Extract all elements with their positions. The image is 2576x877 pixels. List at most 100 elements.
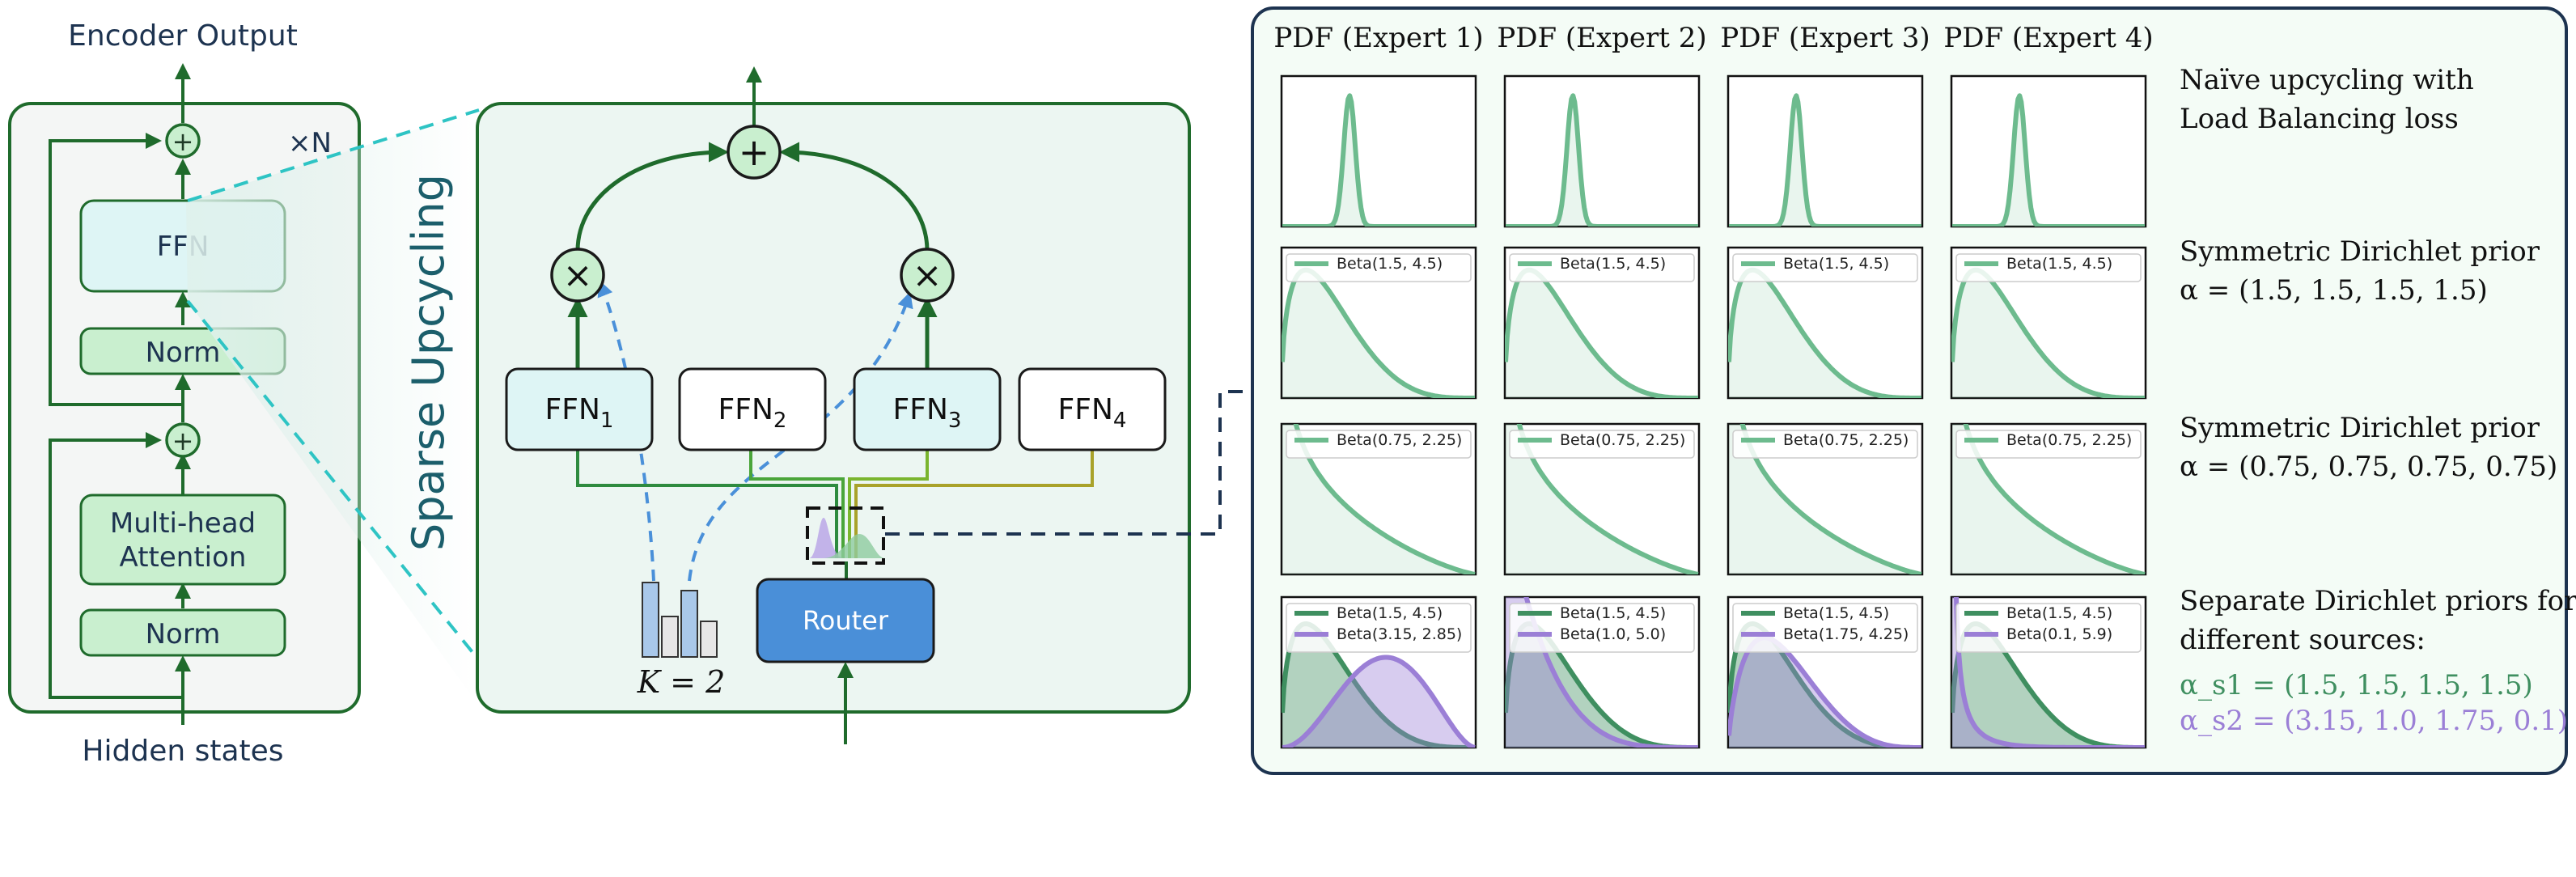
- residual-path-top: [49, 133, 183, 406]
- topk-bar-4: [700, 621, 718, 658]
- pdf-legend-label: Beta(1.5, 4.5): [1560, 255, 1666, 273]
- zoom-line-top: [187, 108, 480, 202]
- topk-bar-2: [661, 616, 679, 658]
- pdf-area-green: [1729, 269, 1921, 398]
- pdf-legend-label: Beta(0.75, 2.25): [1337, 431, 1462, 449]
- router-label: Router: [803, 605, 889, 636]
- pdf-cell-r1-c2: [1503, 74, 1701, 228]
- moe-container: [476, 102, 1191, 714]
- residual-path-bottom: [49, 432, 183, 699]
- pdf-legend-box: [1732, 603, 1918, 653]
- row-description-line: Separate Dirichlet priors for: [2180, 585, 2576, 617]
- pdf-legend-label: Beta(1.5, 4.5): [1560, 604, 1666, 622]
- row-description-line: Symmetric Dirichlet prior: [2180, 412, 2540, 444]
- attention-label-line2: Attention: [120, 541, 247, 574]
- wire-expert3: [848, 450, 929, 558]
- pdf-legend-label: Beta(0.75, 2.25): [1560, 431, 1685, 449]
- pdf-cell-r4-c3: Beta(1.5, 4.5)Beta(1.75, 4.25): [1727, 595, 1924, 749]
- pdf-legend-box: [1509, 603, 1695, 653]
- residual-add-top: [165, 123, 201, 159]
- pdf-grid-panel: PDF (Expert 1) PDF (Expert 2) PDF (Expert …: [1251, 6, 2576, 775]
- residual-add-top-symbol: +: [172, 126, 194, 157]
- sum-arc-right: [779, 142, 930, 252]
- pdf-cell-r2-c4: Beta(1.5, 4.5): [1950, 246, 2147, 400]
- pdf-cell-r2-c3: Beta(1.5, 4.5): [1727, 246, 1924, 400]
- pdf-legend-box: [1955, 603, 2142, 653]
- pdf-curve-green: [1963, 424, 2146, 574]
- topk-bar-1: [642, 582, 659, 658]
- pdf-curve-green: [1516, 424, 1699, 574]
- pdf-cell-r3-c3: Beta(0.75, 2.25): [1727, 422, 1924, 576]
- zoom-line-bottom: [186, 299, 481, 662]
- pdf-legend-label: Beta(1.0, 5.0): [1560, 625, 1666, 643]
- attention-label-line1: Multi-head: [110, 507, 256, 540]
- norm-top-label: Norm: [146, 337, 221, 369]
- pdf-area-purple: [1506, 597, 1698, 748]
- wire-expert1: [576, 450, 838, 558]
- pdf-area-dark_green: [1952, 624, 2145, 748]
- gate-to-grid-connector: [885, 390, 1246, 536]
- pdf-cell-r1-c1: [1280, 74, 1477, 228]
- pdf-cell-r4-c4: Beta(1.5, 4.5)Beta(0.1, 5.9): [1950, 595, 2147, 749]
- expert-ffn-3: FFN3: [853, 367, 1002, 451]
- pdf-legend-label: Beta(1.5, 4.5): [1783, 604, 1889, 622]
- pdf-column-header-1: PDF (Expert 1): [1273, 22, 1483, 54]
- pdf-column-header-4: PDF (Expert 4): [1943, 22, 2153, 54]
- residual-add-bottom-symbol: +: [172, 426, 194, 456]
- expert-ffn-1-box: [505, 367, 654, 451]
- router-wiring: [576, 450, 1094, 558]
- pdf-legend-label: Beta(1.5, 4.5): [1783, 255, 1889, 273]
- pdf-curve-purple: [1282, 655, 1476, 748]
- expert-ffn-4-box: [1018, 367, 1167, 451]
- pdf-legend-box: [1509, 253, 1695, 282]
- pdf-cell-frame: [1727, 74, 1924, 228]
- topk-bar-3: [680, 590, 698, 658]
- expert-ffn-2: FFN2: [678, 367, 827, 451]
- pdf-legend-label: Beta(0.1, 5.9): [2006, 625, 2112, 643]
- pdf-column-header-3: PDF (Expert 3): [1720, 22, 1930, 54]
- hidden-states-label: Hidden states: [82, 735, 283, 768]
- pdf-cell-frame: [1950, 74, 2147, 228]
- pdf-legend-box: [1955, 430, 2142, 459]
- expert-ffn-4-label: FFN4: [1058, 393, 1127, 433]
- k-label: K = 2: [637, 664, 726, 700]
- expert-ffn-1: FFN1: [505, 367, 654, 451]
- pdf-area-purple: [1952, 597, 2145, 748]
- pdf-area-green: [1506, 424, 1698, 574]
- pdf-area-green: [1952, 269, 2145, 398]
- pdf-cell-frame: [1280, 74, 1477, 228]
- pdf-column-header-2: PDF (Expert 2): [1497, 22, 1706, 54]
- pdf-area-dark_green: [1506, 624, 1698, 748]
- zoom-shade: [186, 110, 477, 704]
- mult-node-1: [550, 248, 605, 303]
- pdf-legend-label: Beta(0.75, 2.25): [1783, 431, 1909, 449]
- pdf-legend-box: [1955, 253, 2142, 282]
- row-description-line: Symmetric Dirichlet prior: [2180, 235, 2540, 268]
- encoder-output-label: Encoder Output: [68, 19, 298, 53]
- pdf-curve-green: [1739, 424, 1922, 574]
- pdf-legend-box: [1732, 430, 1918, 459]
- pdf-legend-label: Beta(3.15, 2.85): [1337, 625, 1462, 643]
- expert-ffn-3-box: [853, 367, 1002, 451]
- grid-column-headers: PDF (Expert 1) PDF (Expert 2) PDF (Expert …: [1273, 22, 2153, 54]
- row-description-line: α = (0.75, 0.75, 0.75, 0.75): [2180, 451, 2557, 483]
- pdf-area-green: [1729, 424, 1921, 574]
- moe-title: Sparse Upcycling: [403, 174, 454, 551]
- row-description-line: α = (1.5, 1.5, 1.5, 1.5): [2180, 274, 2488, 307]
- pdf-area-purple: [1729, 638, 1921, 748]
- pdf-area-green: [1282, 424, 1475, 574]
- top-k-bar-icon: [642, 582, 718, 658]
- gate-weight-path-2: [688, 291, 913, 582]
- pdf-area-green: [1952, 424, 2145, 574]
- pdf-area-purple: [1282, 657, 1475, 748]
- pdf-legend-label: Beta(1.5, 4.5): [2006, 255, 2112, 273]
- expert-ffn-3-label: FFN3: [893, 393, 962, 433]
- repeat-n-label: ×N: [288, 127, 332, 159]
- grid-cells: Beta(1.5, 4.5)Beta(1.5, 4.5)Beta(1.5, 4.…: [1280, 74, 2147, 749]
- expert-ffn-2-box: [678, 367, 827, 451]
- expert-ffn-1-label: FFN1: [545, 393, 614, 433]
- pdf-cell-r3-c4: Beta(0.75, 2.25): [1950, 422, 2147, 576]
- expert-ffn-4: FFN4: [1018, 367, 1167, 451]
